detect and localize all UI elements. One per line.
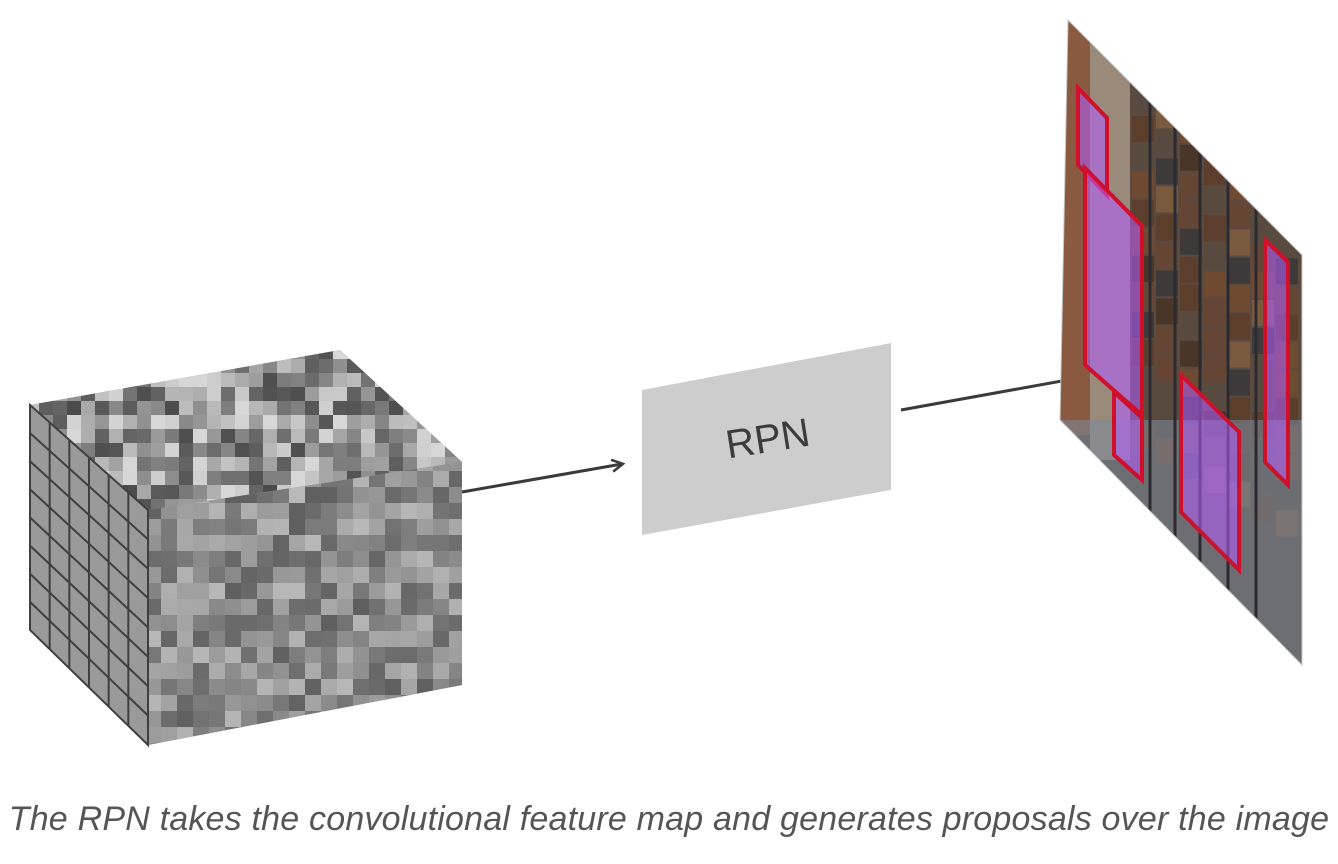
proposal-box bbox=[1179, 370, 1241, 575]
street-scene-image bbox=[1059, 18, 1303, 667]
proposal-boxes bbox=[1076, 83, 1290, 575]
rpn-box: RPN bbox=[642, 343, 891, 535]
feature-map-cube-icon bbox=[29, 350, 462, 748]
arrow-right-icon bbox=[461, 464, 622, 494]
figure-caption: The RPN takes the convolutional feature … bbox=[8, 800, 1330, 838]
proposal-box bbox=[1083, 163, 1144, 420]
feature-map-grid bbox=[29, 422, 149, 726]
proposal-box bbox=[1112, 387, 1144, 485]
proposal-box bbox=[1263, 235, 1290, 490]
